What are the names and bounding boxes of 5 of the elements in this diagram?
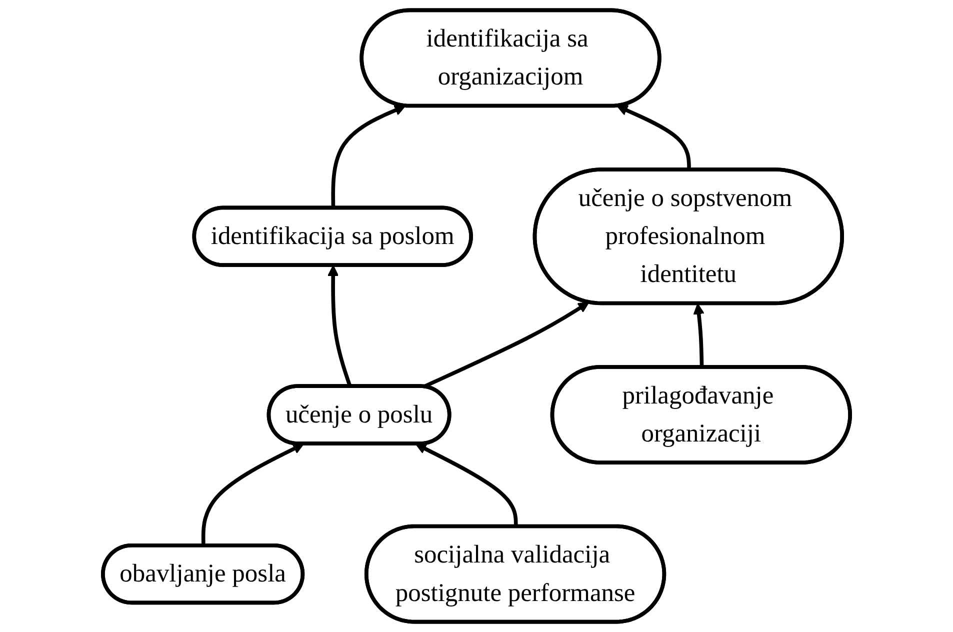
- arrow: [616, 105, 691, 170]
- arrow: [415, 444, 518, 527]
- arrow: [331, 105, 406, 208]
- arrow: [201, 444, 304, 546]
- arrow: [693, 303, 704, 368]
